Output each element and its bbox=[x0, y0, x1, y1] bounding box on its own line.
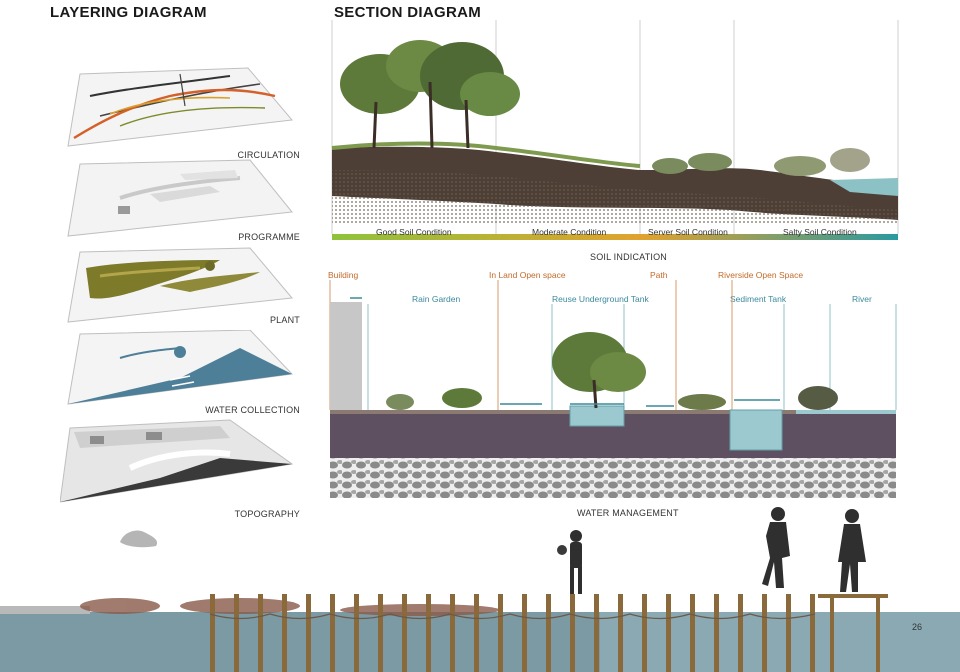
boardwalk-illustration bbox=[0, 507, 960, 672]
label-path: Path bbox=[650, 270, 668, 280]
label-inland-open-space: In Land Open space bbox=[489, 270, 566, 280]
programme-layer-plane bbox=[67, 159, 293, 237]
circulation-layer-plane bbox=[67, 67, 293, 147]
decorative-blob bbox=[120, 530, 158, 548]
water-management-caption: WATER MANAGEMENT bbox=[577, 508, 679, 518]
water-management-section-illustration bbox=[329, 280, 897, 498]
topography-layer-plane bbox=[60, 419, 294, 503]
layer-label-topography: TOPOGRAPHY bbox=[234, 509, 300, 519]
soil-zone-salty: Salty Soil Condition bbox=[783, 227, 857, 237]
soil-zone-good: Good Soil Condition bbox=[376, 227, 452, 237]
soil-section-illustration bbox=[331, 20, 899, 240]
layer-label-circulation: CIRCULATION bbox=[237, 150, 300, 160]
plant-layer-plane bbox=[67, 247, 293, 323]
layer-label-water-collection: WATER COLLECTION bbox=[205, 405, 300, 415]
label-sediment-tank: Sediment Tank bbox=[730, 294, 787, 304]
soil-indication-caption: SOIL INDICATION bbox=[590, 252, 668, 262]
layering-diagram-title: LAYERING DIAGRAM bbox=[50, 4, 207, 21]
label-reuse-underground-tank: Reuse Underground Tank bbox=[552, 294, 649, 304]
label-riverside-open-space: Riverside Open Space bbox=[718, 270, 804, 280]
soil-zone-server: Server Soil Condition bbox=[648, 227, 728, 237]
soil-zone-moderate: Moderate Condition bbox=[532, 227, 607, 237]
water-collection-layer-plane bbox=[67, 330, 294, 405]
label-building: Building bbox=[328, 270, 359, 280]
section-diagram-title: SECTION DIAGRAM bbox=[334, 4, 481, 21]
page-number: 26 bbox=[912, 622, 923, 632]
label-rain-garden: Rain Garden bbox=[412, 294, 461, 304]
label-river: River bbox=[852, 294, 872, 304]
layer-label-plant: PLANT bbox=[269, 315, 300, 325]
layer-label-programme: PROGRAMME bbox=[238, 232, 300, 242]
